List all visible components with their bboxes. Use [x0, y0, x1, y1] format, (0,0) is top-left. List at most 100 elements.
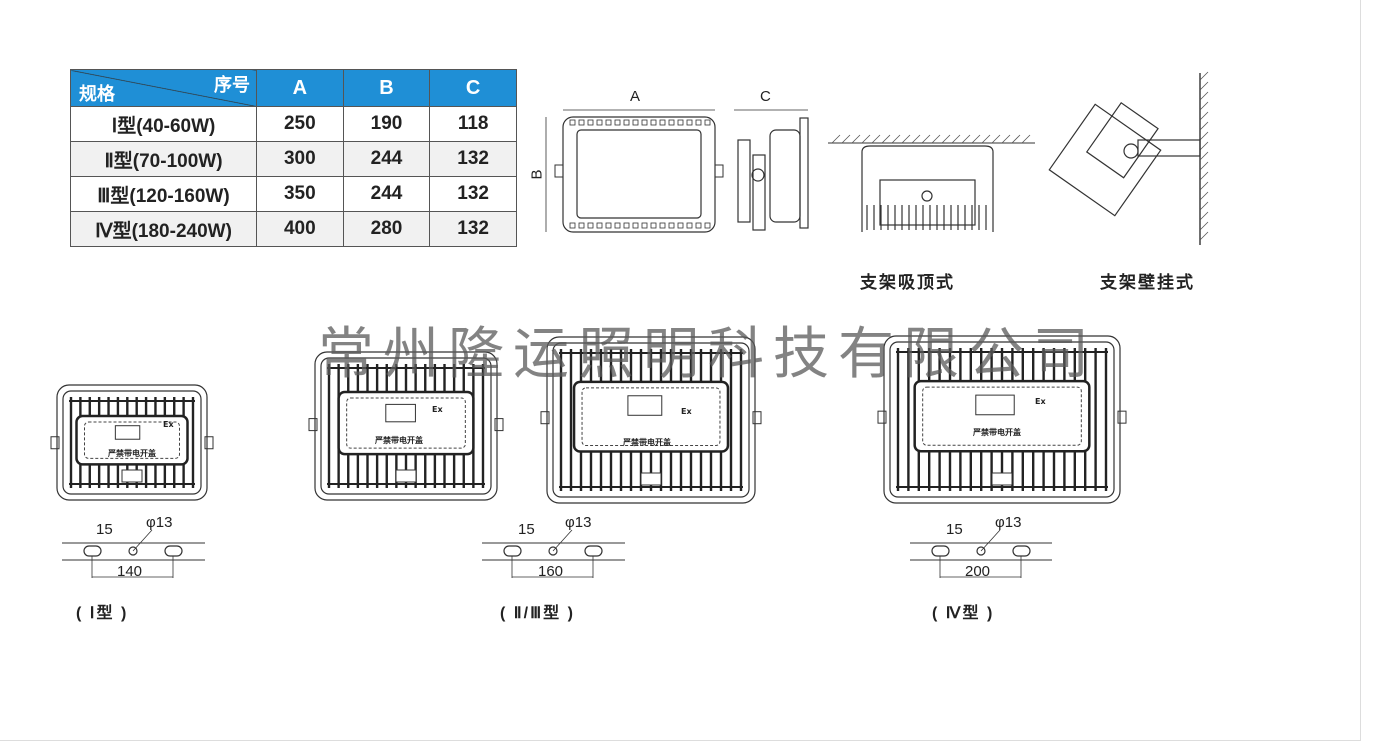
panel-bolt-ring — [84, 421, 180, 459]
lamp-housing — [546, 336, 756, 504]
fin-tip — [623, 222, 630, 229]
fin-tip — [614, 222, 621, 229]
wall-hatch — [1199, 111, 1209, 121]
pivot-knob — [751, 168, 765, 182]
mount-lug — [204, 436, 214, 450]
junction-box-panel — [337, 390, 475, 456]
wall-mount-label: 支架壁挂式 — [1100, 273, 1195, 292]
cell-spec: Ⅳ型(180-240W) — [70, 211, 257, 247]
table-header-row: 序号 规格 A B C — [70, 69, 517, 107]
hole-spacing-label: 140 — [117, 563, 143, 580]
wall-hatch — [1199, 81, 1209, 91]
dim-a-label: A — [630, 88, 641, 105]
lamp-front-drawing — [308, 351, 504, 501]
junction-box-panel — [572, 380, 730, 453]
ceiling-bracket — [861, 145, 994, 232]
ceiling-hatch — [981, 134, 991, 144]
type-label: ( Ⅰ型 ) — [76, 605, 129, 622]
panel-bolt-ring — [581, 387, 721, 447]
slot-hole — [164, 545, 183, 557]
fin-tip — [695, 222, 702, 229]
mounting-bracket-drawing — [910, 529, 1052, 578]
lamp-inner-frame — [62, 390, 202, 495]
lamp-housing — [883, 335, 1121, 504]
ceiling-hatch — [1001, 134, 1011, 144]
cell-c: 132 — [429, 211, 517, 247]
fin-tip — [587, 119, 594, 126]
fin-tip — [695, 119, 702, 126]
ceiling-hatch — [911, 134, 921, 144]
front-lens — [576, 129, 702, 219]
warning-text: 严禁带电开盖 — [973, 428, 1021, 437]
side-bracket — [737, 139, 751, 223]
ex-mark: Ex — [432, 405, 443, 414]
cell-a: 400 — [256, 211, 344, 247]
fin-tip — [596, 119, 603, 126]
nameplate — [975, 394, 1015, 416]
wall-hatch — [1199, 211, 1209, 221]
junction-box-panel — [75, 414, 189, 466]
ceiling-hatch — [871, 134, 881, 144]
side-body — [769, 129, 801, 223]
lamp-inner-frame — [552, 342, 750, 498]
wall-hatch — [1199, 191, 1209, 201]
fin-tip — [650, 119, 657, 126]
fin-tip — [632, 222, 639, 229]
ceiling-hatch — [891, 134, 901, 144]
fin-tip — [686, 222, 693, 229]
slot-hole — [584, 545, 603, 557]
ceiling-hatch — [961, 134, 971, 144]
cable-gland — [395, 469, 417, 483]
slot-hole — [931, 545, 950, 557]
fin-tip — [632, 119, 639, 126]
table-row: Ⅳ型(180-240W) 400 280 132 — [70, 211, 517, 247]
fin-tip — [650, 222, 657, 229]
page: 序号 规格 A B C Ⅰ型(40-60W) 250 190 118 Ⅱ型(70… — [0, 0, 1361, 741]
wall-hatch — [1199, 231, 1209, 241]
warning-text: 严禁带电开盖 — [623, 438, 671, 447]
mount-lug — [494, 418, 504, 432]
wall-hatch — [1199, 101, 1209, 111]
pivot-knob — [1123, 143, 1139, 159]
mount-lug — [308, 418, 318, 432]
ex-mark: Ex — [1035, 397, 1046, 406]
mount-lug — [877, 410, 887, 424]
cell-c: 132 — [429, 141, 517, 177]
hole-diameter-label: φ13 — [995, 514, 1022, 531]
wall-lamp-body — [1048, 103, 1162, 217]
round-hole — [548, 546, 558, 556]
fin-tip — [677, 119, 684, 126]
nameplate — [114, 425, 141, 440]
table-corner-header: 序号 规格 — [70, 69, 257, 107]
ceiling-hatch — [941, 134, 951, 144]
lamp-front-drawing — [540, 336, 762, 504]
col-header-b: B — [342, 69, 431, 107]
dim-b-label: B — [528, 169, 546, 180]
wall-hatch — [1199, 201, 1209, 211]
ceiling-hatch — [951, 134, 961, 144]
slot-width-label: 15 — [946, 521, 963, 538]
dim-c-label: C — [760, 88, 771, 105]
ceiling-hatch — [971, 134, 981, 144]
panel-bolt-ring — [922, 386, 1082, 446]
wall-hatch — [1199, 91, 1209, 101]
ceiling-mount-label: 支架吸顶式 — [860, 273, 955, 292]
warning-text: 严禁带电开盖 — [108, 449, 156, 458]
wall-hatch — [1199, 151, 1209, 161]
lamp-front-drawing — [877, 335, 1127, 504]
hole-spacing-label: 200 — [965, 563, 991, 580]
side-arm — [752, 154, 766, 231]
hole-diameter-label: φ13 — [565, 514, 592, 531]
cable-gland — [991, 472, 1013, 486]
fin-tip — [668, 119, 675, 126]
col-header-c: C — [429, 69, 517, 107]
wall-hatch — [1199, 171, 1209, 181]
slot-width-label: 15 — [518, 521, 535, 538]
cable-gland — [121, 469, 143, 483]
fin-tip — [641, 119, 648, 126]
wall-hatch — [1199, 181, 1209, 191]
ceiling-hatch — [861, 134, 871, 144]
slot-width-label: 15 — [96, 521, 113, 538]
fin-tip — [659, 222, 666, 229]
ex-mark: Ex — [681, 407, 692, 416]
